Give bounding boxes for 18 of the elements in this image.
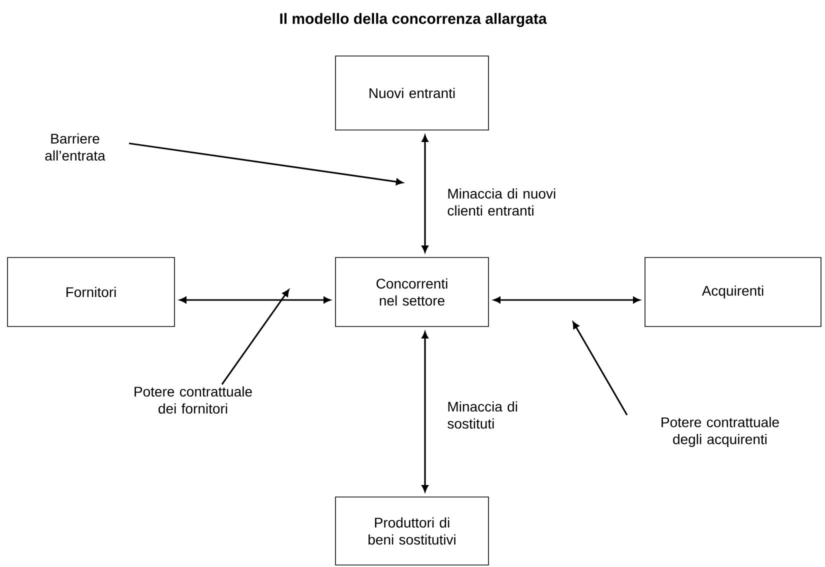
double-arrow xyxy=(180,296,330,304)
double-arrow xyxy=(494,296,640,304)
process-box: Concorrenti nel settore xyxy=(335,257,489,327)
process-box: Nuovi entranti xyxy=(335,56,489,130)
edge-label: Minaccia di nuovi clienti entranti xyxy=(448,188,556,216)
leader-line xyxy=(128,142,404,186)
callout-text: Potere contrattuale degli acquirenti xyxy=(662,416,779,448)
process-box: Acquirenti xyxy=(644,257,822,327)
edge-label: Minaccia di sostituti xyxy=(448,401,518,429)
leader-line xyxy=(572,322,628,416)
process-box: Fornitori xyxy=(7,257,175,327)
callout-text: Potere contrattuale dei fornitori xyxy=(134,386,252,414)
callout-text: Barriere all’entrata xyxy=(45,133,106,161)
double-arrow xyxy=(422,332,428,492)
process-box: Produttori di beni sostitutivi xyxy=(335,496,489,566)
double-arrow xyxy=(422,135,428,252)
title: Il modello della concorrenza allargata xyxy=(280,12,547,28)
leader-line xyxy=(221,290,290,385)
